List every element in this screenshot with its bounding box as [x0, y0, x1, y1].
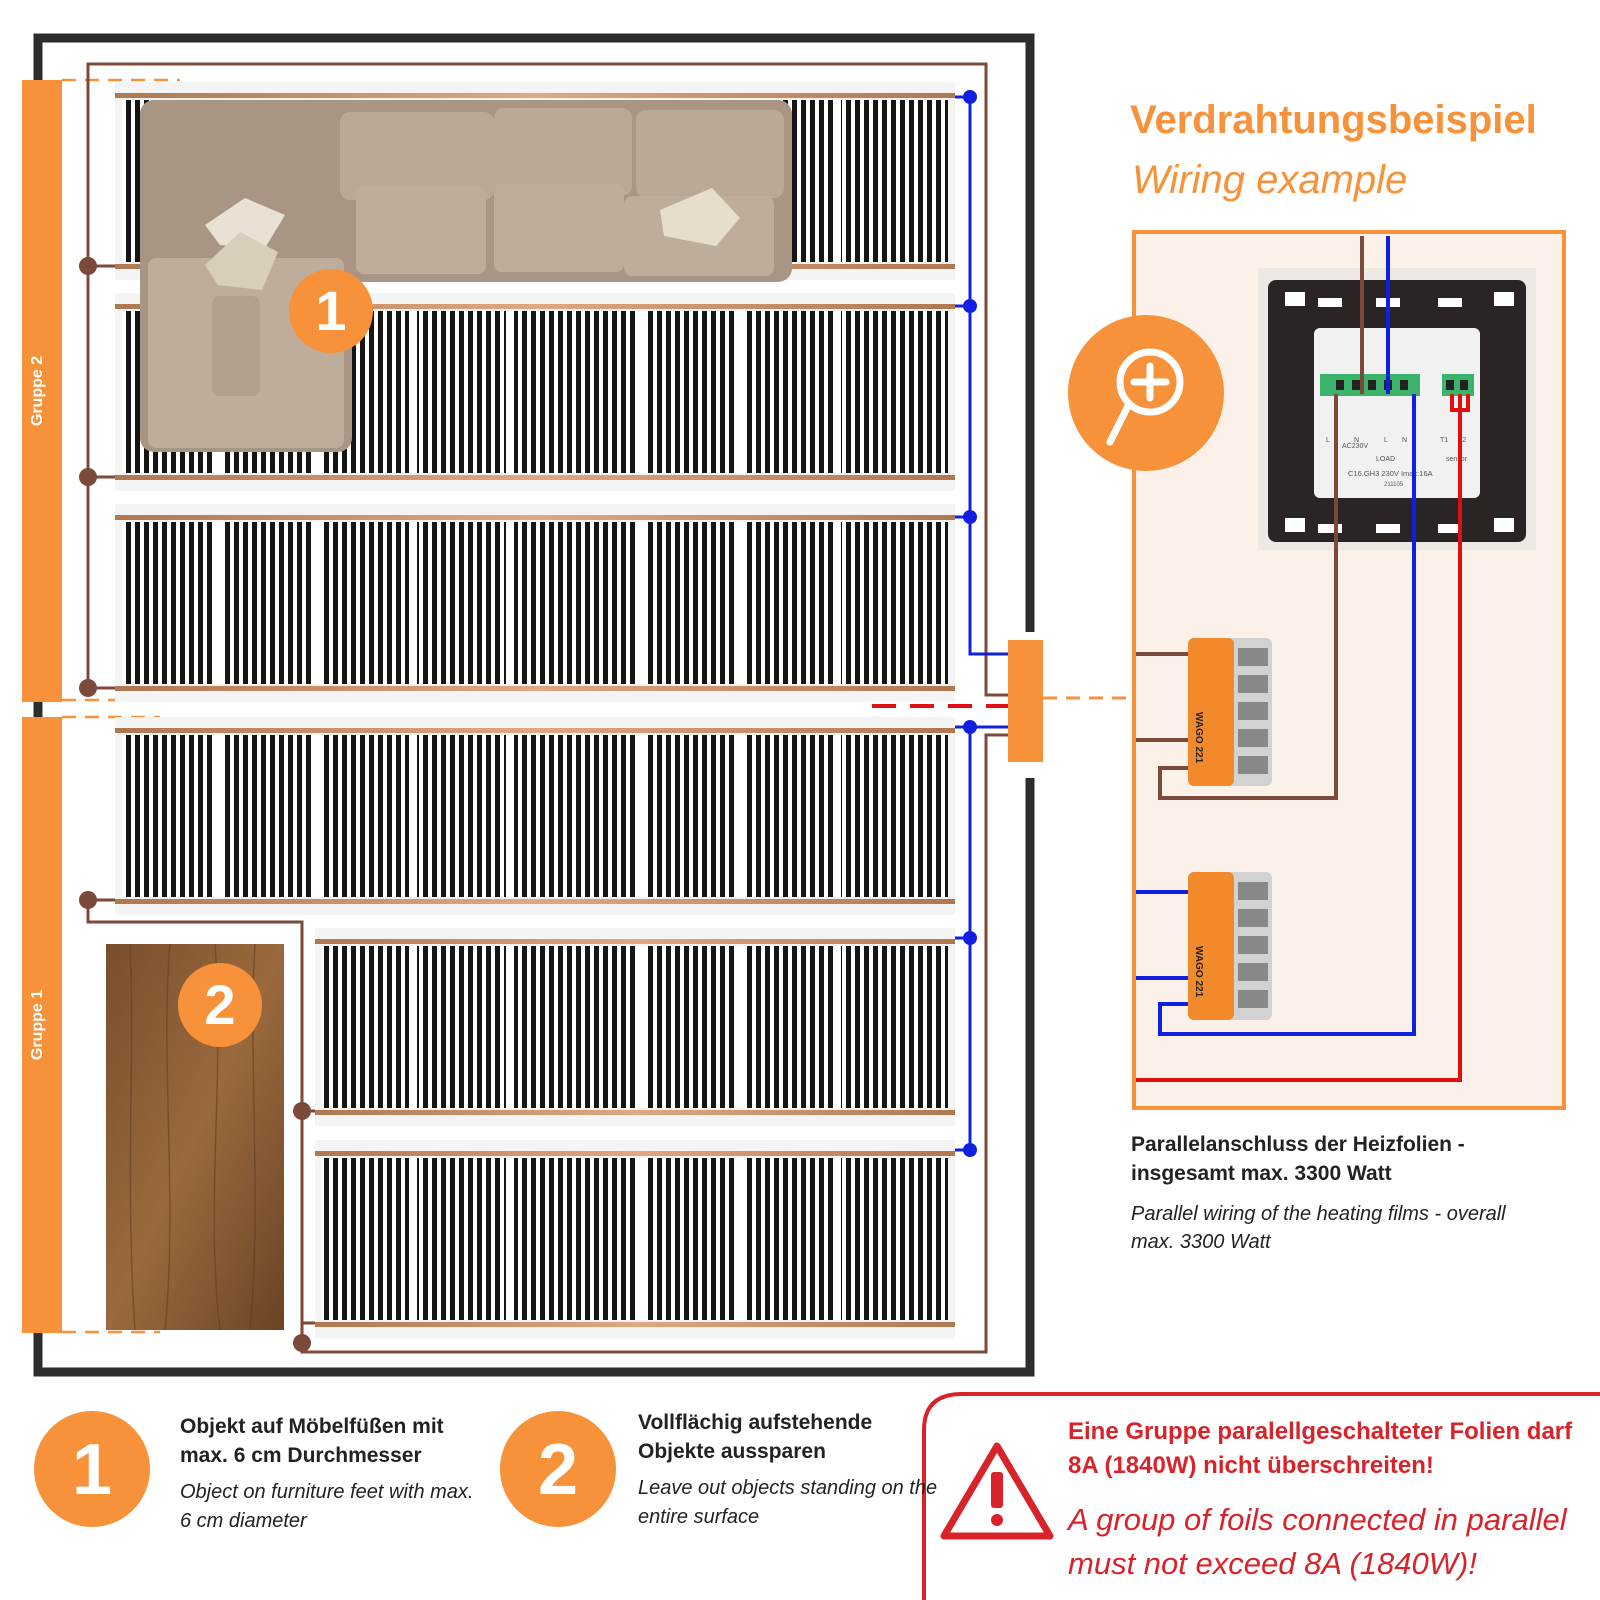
warning-icon: [940, 1442, 1054, 1540]
parallel-note-de: Parallelanschluss der Heizfolien - insge…: [1131, 1133, 1465, 1185]
sofa: [140, 100, 792, 452]
red-wiring-zoom: [1136, 394, 1470, 1082]
heading-de: Verdrahtungsbeispiel: [1130, 98, 1537, 142]
legend-1-text-en: Object on furniture feet with max. 6 cm …: [180, 1481, 474, 1532]
film-cut-lines: [215, 100, 841, 1320]
wago-connector-top: WAGO 221: [1188, 638, 1272, 786]
wago-connector-bottom: WAGO 221: [1188, 872, 1272, 1020]
marker-1-number: 1: [315, 279, 346, 342]
legend-1-number: 1: [72, 1430, 112, 1510]
magnifier-icon: [1106, 348, 1184, 446]
warning-text-en: A group of foils connected in parallel m…: [1068, 1502, 1567, 1581]
thermostat-terminal-l1: L: [1326, 437, 1330, 444]
parallel-note-en: Parallel wiring of the heating films - o…: [1131, 1203, 1506, 1253]
legend-2-text-en: Leave out objects standing on the entire…: [638, 1477, 938, 1528]
blue-wiring: [955, 95, 1010, 1152]
film-stripes: [122, 735, 948, 897]
thermostat-label-sensor: sensor: [1446, 456, 1468, 463]
marker-1-circle: [289, 269, 373, 353]
film-stripes: [122, 522, 948, 684]
connector-label-bottom: WAGO 221: [1193, 946, 1204, 998]
thermostat-code: 211105: [1384, 482, 1404, 488]
brown-wiring-zoom: [1136, 236, 1364, 800]
thermostat-spec: C16.GH3 230V Imax:16A: [1348, 469, 1433, 478]
thermostat-terminal-t1: T1: [1440, 437, 1448, 444]
legend-2-circle: [500, 1411, 616, 1527]
thermostat-terminal-t2: T2: [1458, 437, 1466, 444]
heading-en: Wiring example: [1132, 158, 1408, 202]
thermostat-terminal-n1: N: [1354, 437, 1359, 444]
legend-1-text-de: Objekt auf Möbelfüßen mit max. 6 cm Durc…: [180, 1415, 444, 1467]
warning-text-de: Eine Gruppe paralellgeschalteter Folien …: [1068, 1418, 1573, 1479]
group-label-2: Gruppe 2: [29, 356, 46, 426]
group-bar-1: [22, 717, 62, 1333]
legend-1-circle: [34, 1411, 150, 1527]
magnifier-badge: [1068, 315, 1224, 471]
connector-label-top: WAGO 221: [1193, 712, 1204, 764]
legend-2-number: 2: [538, 1430, 578, 1510]
thermostat-terminal-l2: L: [1384, 437, 1388, 444]
brown-junction-dots: [79, 257, 311, 1352]
junction-box: [1008, 640, 1043, 762]
thermostat-label-ac: AC230V: [1342, 443, 1368, 450]
thermostat-terminal-n2: N: [1402, 437, 1407, 444]
marker-2-number: 2: [204, 973, 235, 1036]
thermostat-label-load: LOAD: [1376, 456, 1395, 463]
group-bar-2: [22, 80, 62, 702]
legend-2-text-de: Vollflächig aufstehende Objekte ausspare…: [638, 1411, 873, 1463]
marker-2-circle: [178, 963, 262, 1047]
thermostat: L N L N T1 T2 AC230V LOAD sensor C16.GH3…: [1258, 268, 1536, 550]
blue-wiring-zoom: [1136, 236, 1416, 1036]
film-stripes: [322, 1158, 948, 1320]
group-label-1: Gruppe 1: [29, 990, 46, 1060]
blue-junction-dots: [963, 90, 977, 1157]
film-stripes: [322, 946, 948, 1108]
warning-box: [922, 1392, 1600, 1600]
